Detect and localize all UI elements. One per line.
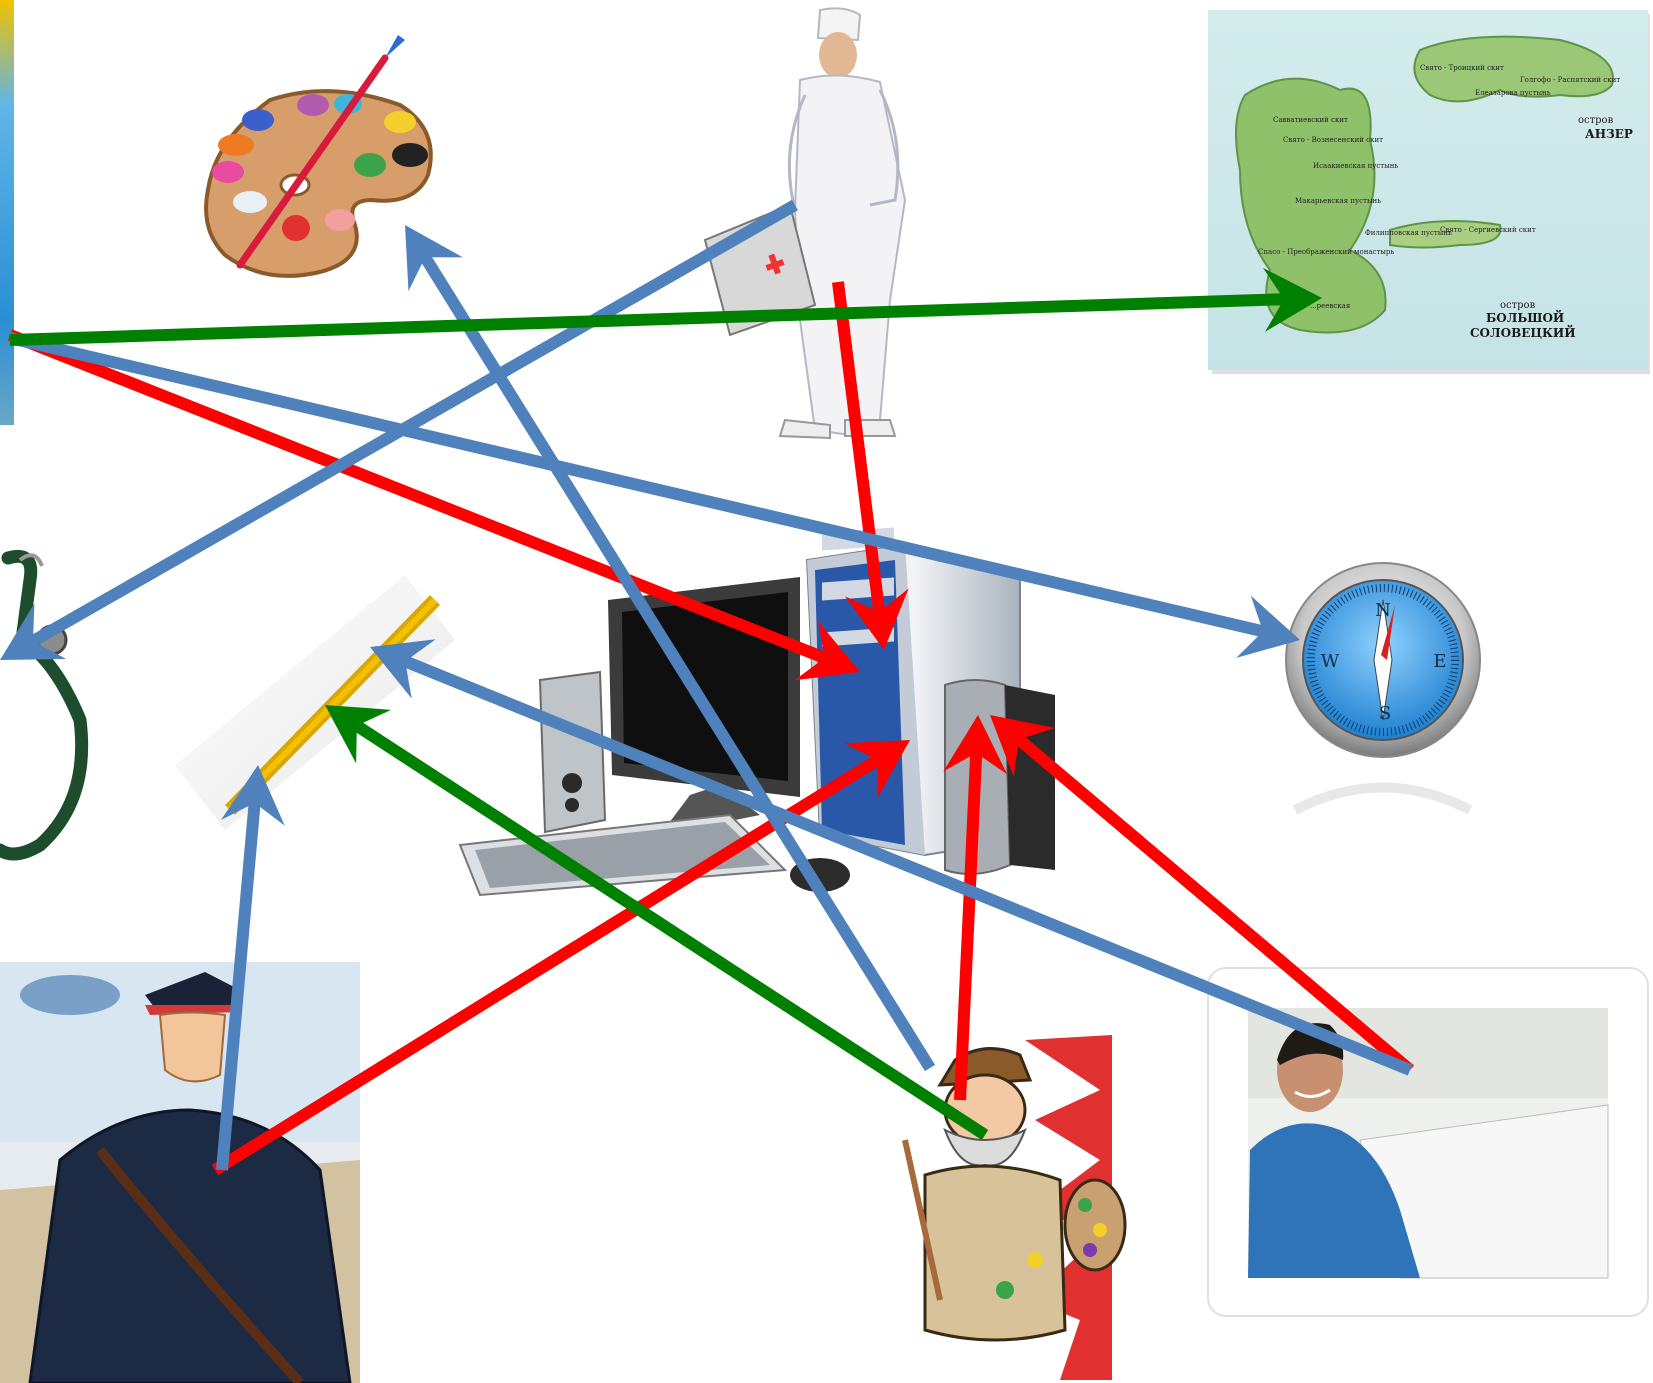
- beach-photo: [0, 0, 14, 425]
- arrow-head: [1263, 267, 1322, 332]
- compass-letter: E: [1433, 651, 1446, 672]
- arrow-policeman-to-computer: [211, 740, 910, 1176]
- arrow-head: [220, 765, 285, 826]
- arrow-shaft: [8, 332, 1265, 638]
- arrow-shaft: [216, 802, 261, 1171]
- map-label: Спасо - Преображенский монастырь: [1258, 248, 1394, 256]
- solovki-map-image: Свято - Троицкий скит Голгофо - Распятск…: [1208, 10, 1650, 374]
- map-label: Свято - Троицкий скит: [1420, 64, 1504, 72]
- arrow-doctor-to-computer: [832, 281, 909, 650]
- arrow-head: [370, 639, 436, 699]
- compass-letter: W: [1321, 651, 1340, 672]
- arrow-draftsman-to-ruler: [370, 639, 1413, 1076]
- arrow-draftsman-to-computer: [990, 715, 1414, 1075]
- map-island-word: остров: [1500, 300, 1536, 311]
- draftsman-photo: [1207, 967, 1649, 1317]
- compass-image: N E S W: [1285, 562, 1481, 815]
- map-island-word: остров: [1578, 115, 1614, 126]
- map-label: ...реевская: [1310, 302, 1351, 310]
- arrow-beach-to-computer: [7, 329, 860, 681]
- arrow-head: [990, 715, 1055, 777]
- doctor-image: [703, 7, 907, 440]
- arrow-shaft: [9, 293, 1285, 346]
- map-label: Исаакиевская пустынь: [1313, 162, 1398, 170]
- arrow-shaft: [7, 329, 827, 664]
- arrow-painter-to-computer: [943, 715, 1008, 1101]
- arrow-head: [325, 705, 392, 764]
- arrow-head: [943, 715, 1008, 775]
- arrow-shaft: [211, 754, 881, 1176]
- stethoscope-image: [0, 549, 89, 861]
- arrow-head: [794, 620, 860, 681]
- arrow-shaft: [832, 281, 886, 614]
- arrow-head: [843, 740, 910, 798]
- map-island-name: СОЛОВЕЦКИЙ: [1470, 324, 1576, 340]
- painter-cartoon-image: [902, 1035, 1127, 1380]
- ruler-pencil-image: [175, 575, 455, 830]
- arrow-head: [1236, 595, 1300, 658]
- arrow-beach-to-map: [9, 267, 1322, 346]
- arrow-painter-to-ruler: [325, 705, 989, 1141]
- arrow-head: [845, 588, 909, 650]
- map-label: Макарьевская пустынь: [1295, 197, 1381, 205]
- policeman-image: [0, 962, 360, 1383]
- map-label: Филипповская пустынь: [1365, 229, 1452, 237]
- compass-letter: N: [1375, 600, 1391, 621]
- paint-palette-image: [204, 35, 433, 278]
- arrow-beach-to-compass: [8, 332, 1300, 658]
- map-label: Савватиевский скит: [1273, 116, 1348, 124]
- arrow-shaft: [1015, 734, 1414, 1075]
- arrow-policeman-to-ruler: [216, 765, 285, 1171]
- arrow-head: [405, 225, 463, 292]
- arrow-shaft: [954, 752, 983, 1101]
- arrow-doctor-to-stethoscope: [0, 199, 798, 660]
- arrow-shaft: [30, 199, 798, 647]
- compass-letter: S: [1379, 703, 1391, 724]
- arrow-layer: [0, 199, 1414, 1176]
- map-island-name: БОЛЬШОЙ: [1486, 309, 1564, 325]
- arrow-shaft: [402, 655, 1413, 1076]
- map-label: Елеазарова пустынь: [1475, 89, 1551, 97]
- map-label: Свято - Вознесенский скит: [1283, 136, 1383, 144]
- arrow-shaft: [353, 720, 989, 1141]
- map-island-name: АНЗЕР: [1585, 127, 1633, 141]
- arrow-head: [0, 603, 67, 660]
- map-label: Голгофо - Распятский скит: [1520, 76, 1620, 84]
- map-label: Свято - Сергиевский скит: [1440, 226, 1536, 234]
- arrow-painter-to-palette: [405, 225, 936, 1072]
- arrow-shaft: [419, 254, 936, 1072]
